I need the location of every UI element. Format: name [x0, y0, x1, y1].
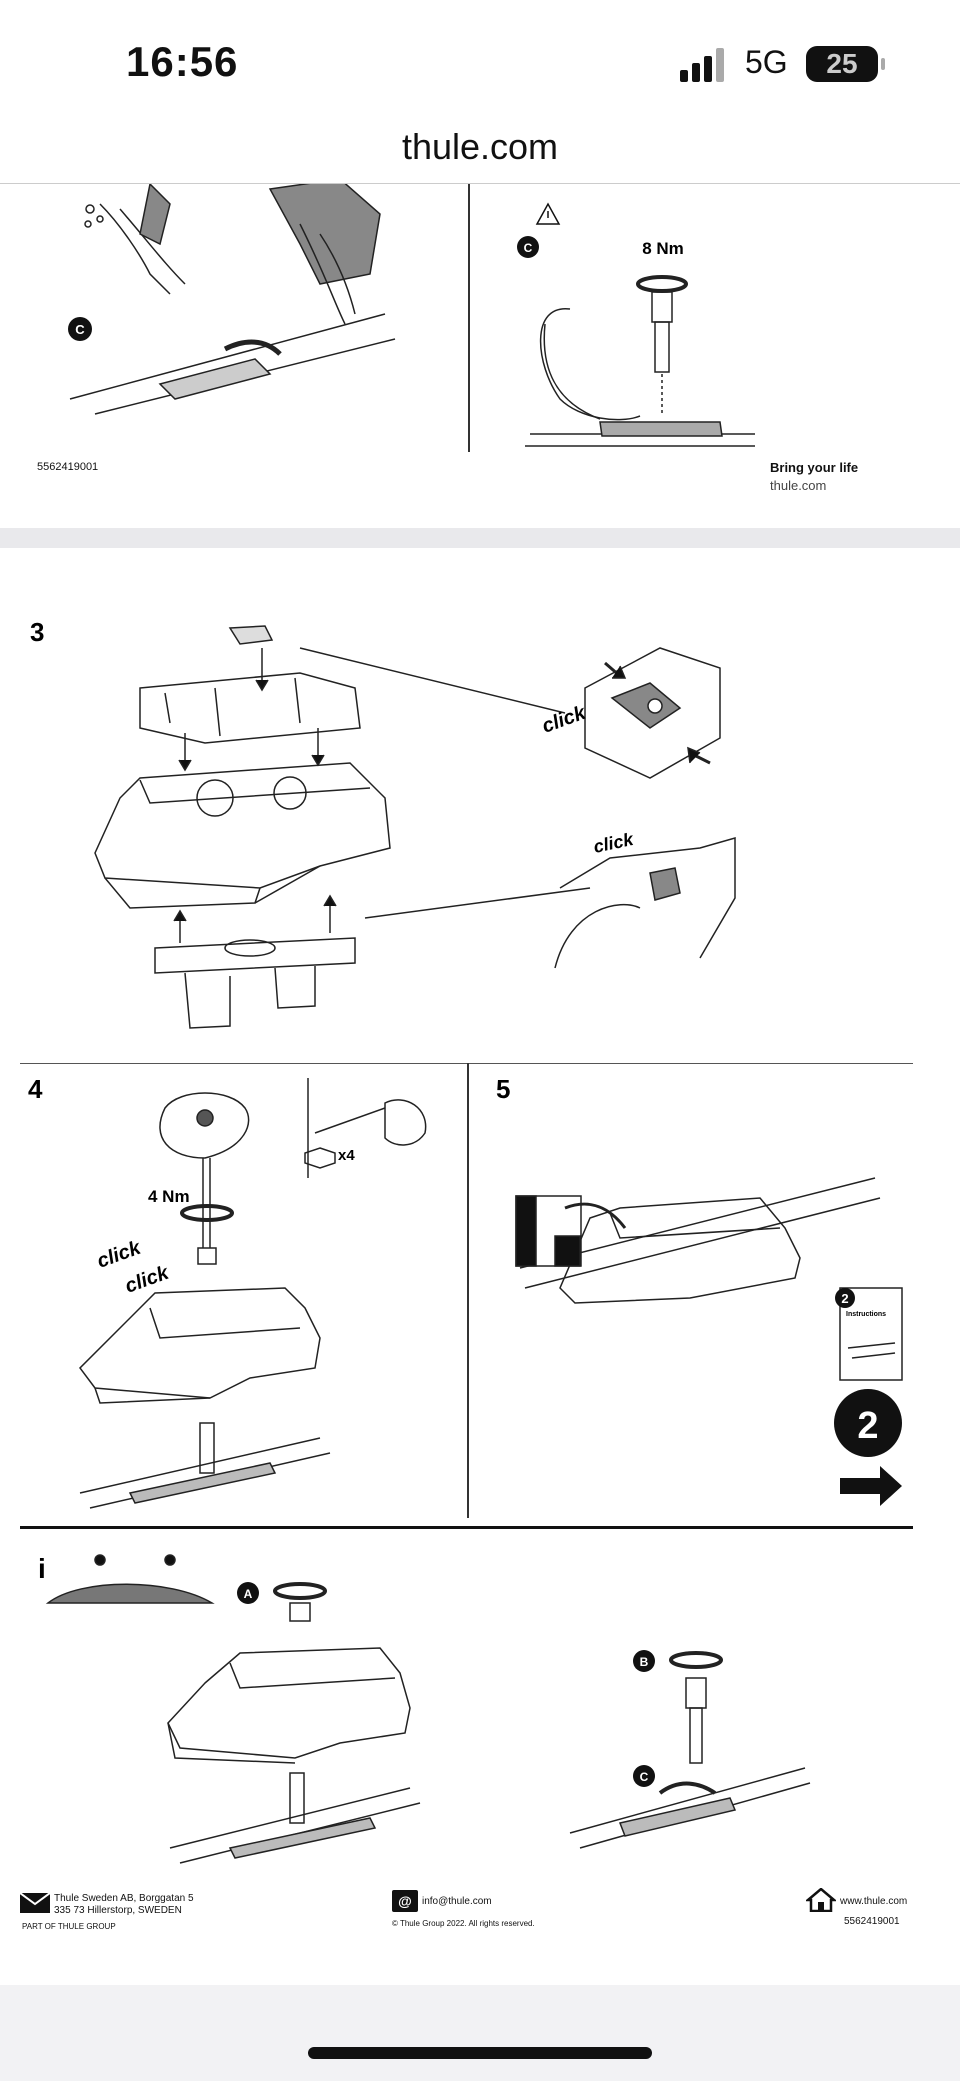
footer-copyright: © Thule Group 2022. All rights reserved.: [392, 1919, 535, 1928]
network-label: 5G: [745, 44, 788, 80]
foot-info-illustration: [167, 1582, 811, 1864]
click-detail-bottom: [554, 837, 736, 969]
click-detail-top: [584, 647, 721, 779]
home-web-icon: [806, 1888, 836, 1912]
foot-assembly-illustration: [94, 625, 591, 1029]
next-arrow-icon: [840, 1466, 902, 1506]
instructions-label: Instructions: [846, 1311, 886, 1318]
page1-tagline: Bring your life: [770, 460, 859, 475]
warning-icon: [535, 202, 561, 225]
page1-illustrations: C C 8 Nm: [68, 178, 755, 452]
label-c-left: C: [75, 322, 85, 337]
email-icon: @: [392, 1890, 418, 1912]
torque-8nm: 8 Nm: [642, 239, 684, 258]
page1-doc-number: 5562419001: [37, 461, 99, 473]
label-c: C: [640, 1770, 649, 1784]
click-label-2: click: [592, 829, 636, 857]
footer-group: PART OF THULE GROUP: [22, 1922, 116, 1931]
svg-text:@: @: [398, 1893, 412, 1909]
signal-icon: [680, 48, 724, 82]
label-a: A: [244, 1587, 253, 1601]
instructions-badge: 2: [841, 1291, 848, 1306]
roof-illustration: [45, 1554, 215, 1604]
step-3-number: 3: [30, 617, 44, 647]
label-b: B: [640, 1655, 649, 1669]
page1-divider: [468, 184, 470, 452]
page2-illustrations: 3 4 5: [20, 617, 913, 1864]
torque-4nm: 4 Nm: [148, 1187, 190, 1206]
envelope-icon: [20, 1893, 50, 1913]
foot-on-rail-illustration: [515, 1177, 903, 1381]
status-time: 16:56: [126, 38, 239, 85]
hands-cleaning-illustration: [84, 178, 381, 325]
info-marker: i: [38, 1553, 46, 1584]
torque-key-illustration: [79, 1078, 427, 1509]
footer-website[interactable]: www.thule.com: [840, 1896, 908, 1907]
step-5-number: 5: [496, 1074, 510, 1104]
footer-email[interactable]: info@thule.com: [422, 1896, 492, 1907]
bottom-bar-area: [0, 1985, 960, 2081]
click-label-1: click: [539, 702, 589, 738]
page1-site[interactable]: thule.com: [770, 478, 827, 493]
step-4-number: 4: [28, 1074, 43, 1104]
label-c-right: C: [524, 241, 533, 255]
bolt-illustration: [525, 275, 755, 447]
address-bar-url[interactable]: thule.com: [401, 126, 559, 167]
footer-company: Thule Sweden AB, Borggatan 5: [54, 1893, 194, 1904]
home-indicator[interactable]: [308, 2047, 652, 2059]
manual-page-1: C C 8 Nm 5562419001 Bring: [0, 178, 960, 528]
footer-doc-number: 5562419001: [844, 1916, 900, 1927]
next-page-number: 2: [857, 1405, 878, 1447]
manual-page-2: 3 4 5: [0, 548, 960, 1985]
qty-label: x4: [338, 1147, 355, 1164]
page-gap: [0, 528, 960, 548]
battery-icon: 25: [806, 46, 885, 82]
rail-illustration: [69, 313, 396, 415]
footer-address: 335 73 Hillerstorp, SWEDEN: [54, 1905, 182, 1916]
click-label-3: click: [94, 1237, 144, 1273]
header-divider: [0, 183, 960, 184]
